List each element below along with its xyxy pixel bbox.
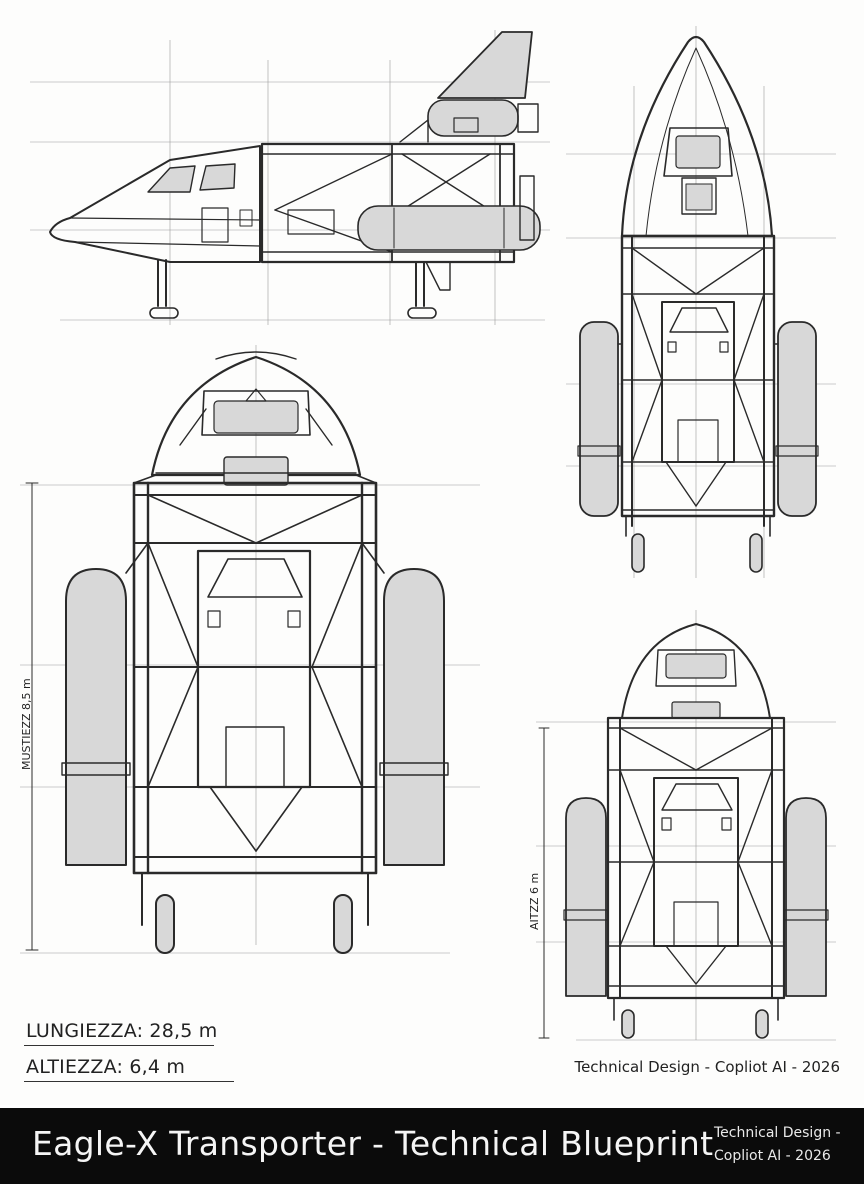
side-view-drawing [30, 30, 550, 325]
footer-credit-line2: Copliot AI - 2026 [714, 1148, 831, 1164]
footer-bar: Eagle-X Transporter - Technical Blueprin… [0, 1108, 864, 1184]
spec-divider-lower [24, 1081, 234, 1082]
dimension-label-small: AITZZ 6 m [528, 872, 541, 930]
blueprint-sheet: MUSTIEZZ 8,5 m AITZZ 6 m LUNGIEZZA: 28,5… [20, 26, 840, 1082]
footer-credit: Technical Design - Copliot AI - 2026 [714, 1122, 854, 1168]
front-view-large-drawing [20, 345, 480, 954]
spec-height: ALTIEZZA: 6,4 m [26, 1056, 186, 1078]
spec-length: LUNGIEZZA: 28,5 m [26, 1020, 218, 1042]
dimension-label-large: MUSTIEZZ 8,5 m [20, 678, 33, 770]
credit-inline: Technical Design - Copliot AI - 2026 [574, 1058, 840, 1076]
page-title: Eagle-X Transporter - Technical Blueprin… [32, 1124, 714, 1163]
footer-credit-line1: Technical Design - [714, 1125, 841, 1141]
spec-divider [24, 1045, 214, 1046]
top-view-drawing [566, 26, 836, 578]
front-view-small-drawing [536, 610, 836, 1041]
